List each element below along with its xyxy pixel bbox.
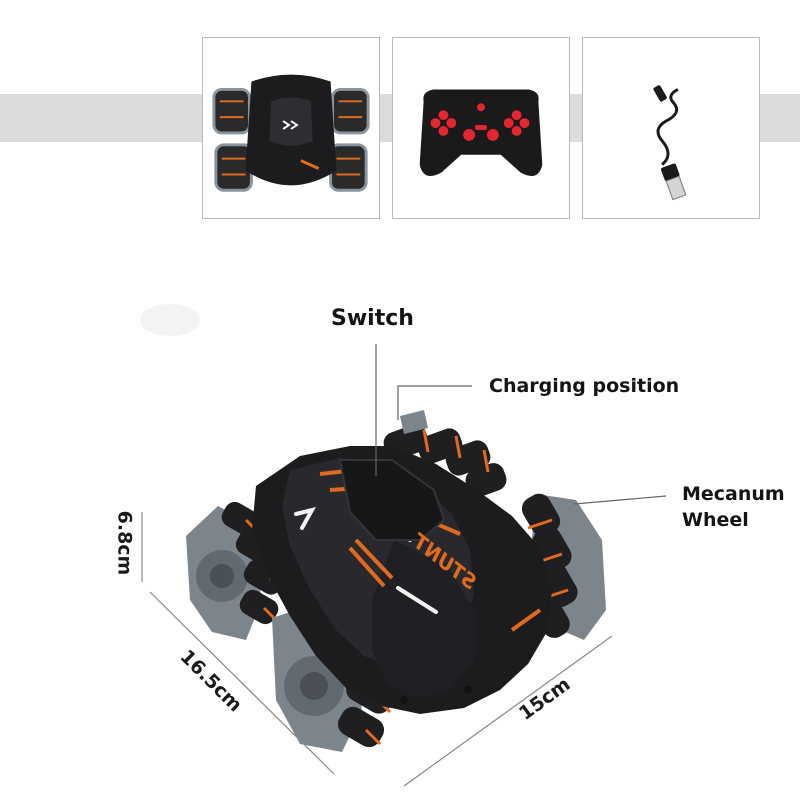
background-smudge [140, 304, 200, 336]
charging-position-label: Charging position [489, 375, 680, 397]
callout-lines [375, 344, 667, 505]
car-thumbnail[interactable] [202, 37, 380, 219]
wheel-callout-line [573, 495, 667, 505]
dimension-lines [141, 512, 613, 787]
car-thumbnail-image [212, 74, 370, 192]
switch-label: Switch [331, 306, 414, 331]
remote-controller-image [419, 89, 543, 177]
remote-controller-thumbnail[interactable] [392, 37, 570, 219]
usb-cable-thumbnail[interactable] [582, 37, 760, 219]
length-dimension-line [149, 591, 335, 775]
mecanum-label-line2: Wheel [682, 509, 749, 531]
mecanum-label-line1: Mecanum [682, 483, 785, 505]
mecanum-wheel-right-rear [383, 410, 507, 497]
width-dimension-line [403, 635, 613, 787]
car-body [252, 446, 552, 714]
height-dimension-label: 6.8cm [113, 510, 136, 576]
car-illustration [186, 410, 606, 752]
charging-callout-line [397, 385, 472, 420]
usb-cable-image [653, 85, 687, 201]
mecanum-wheel-left-rear [186, 501, 285, 640]
